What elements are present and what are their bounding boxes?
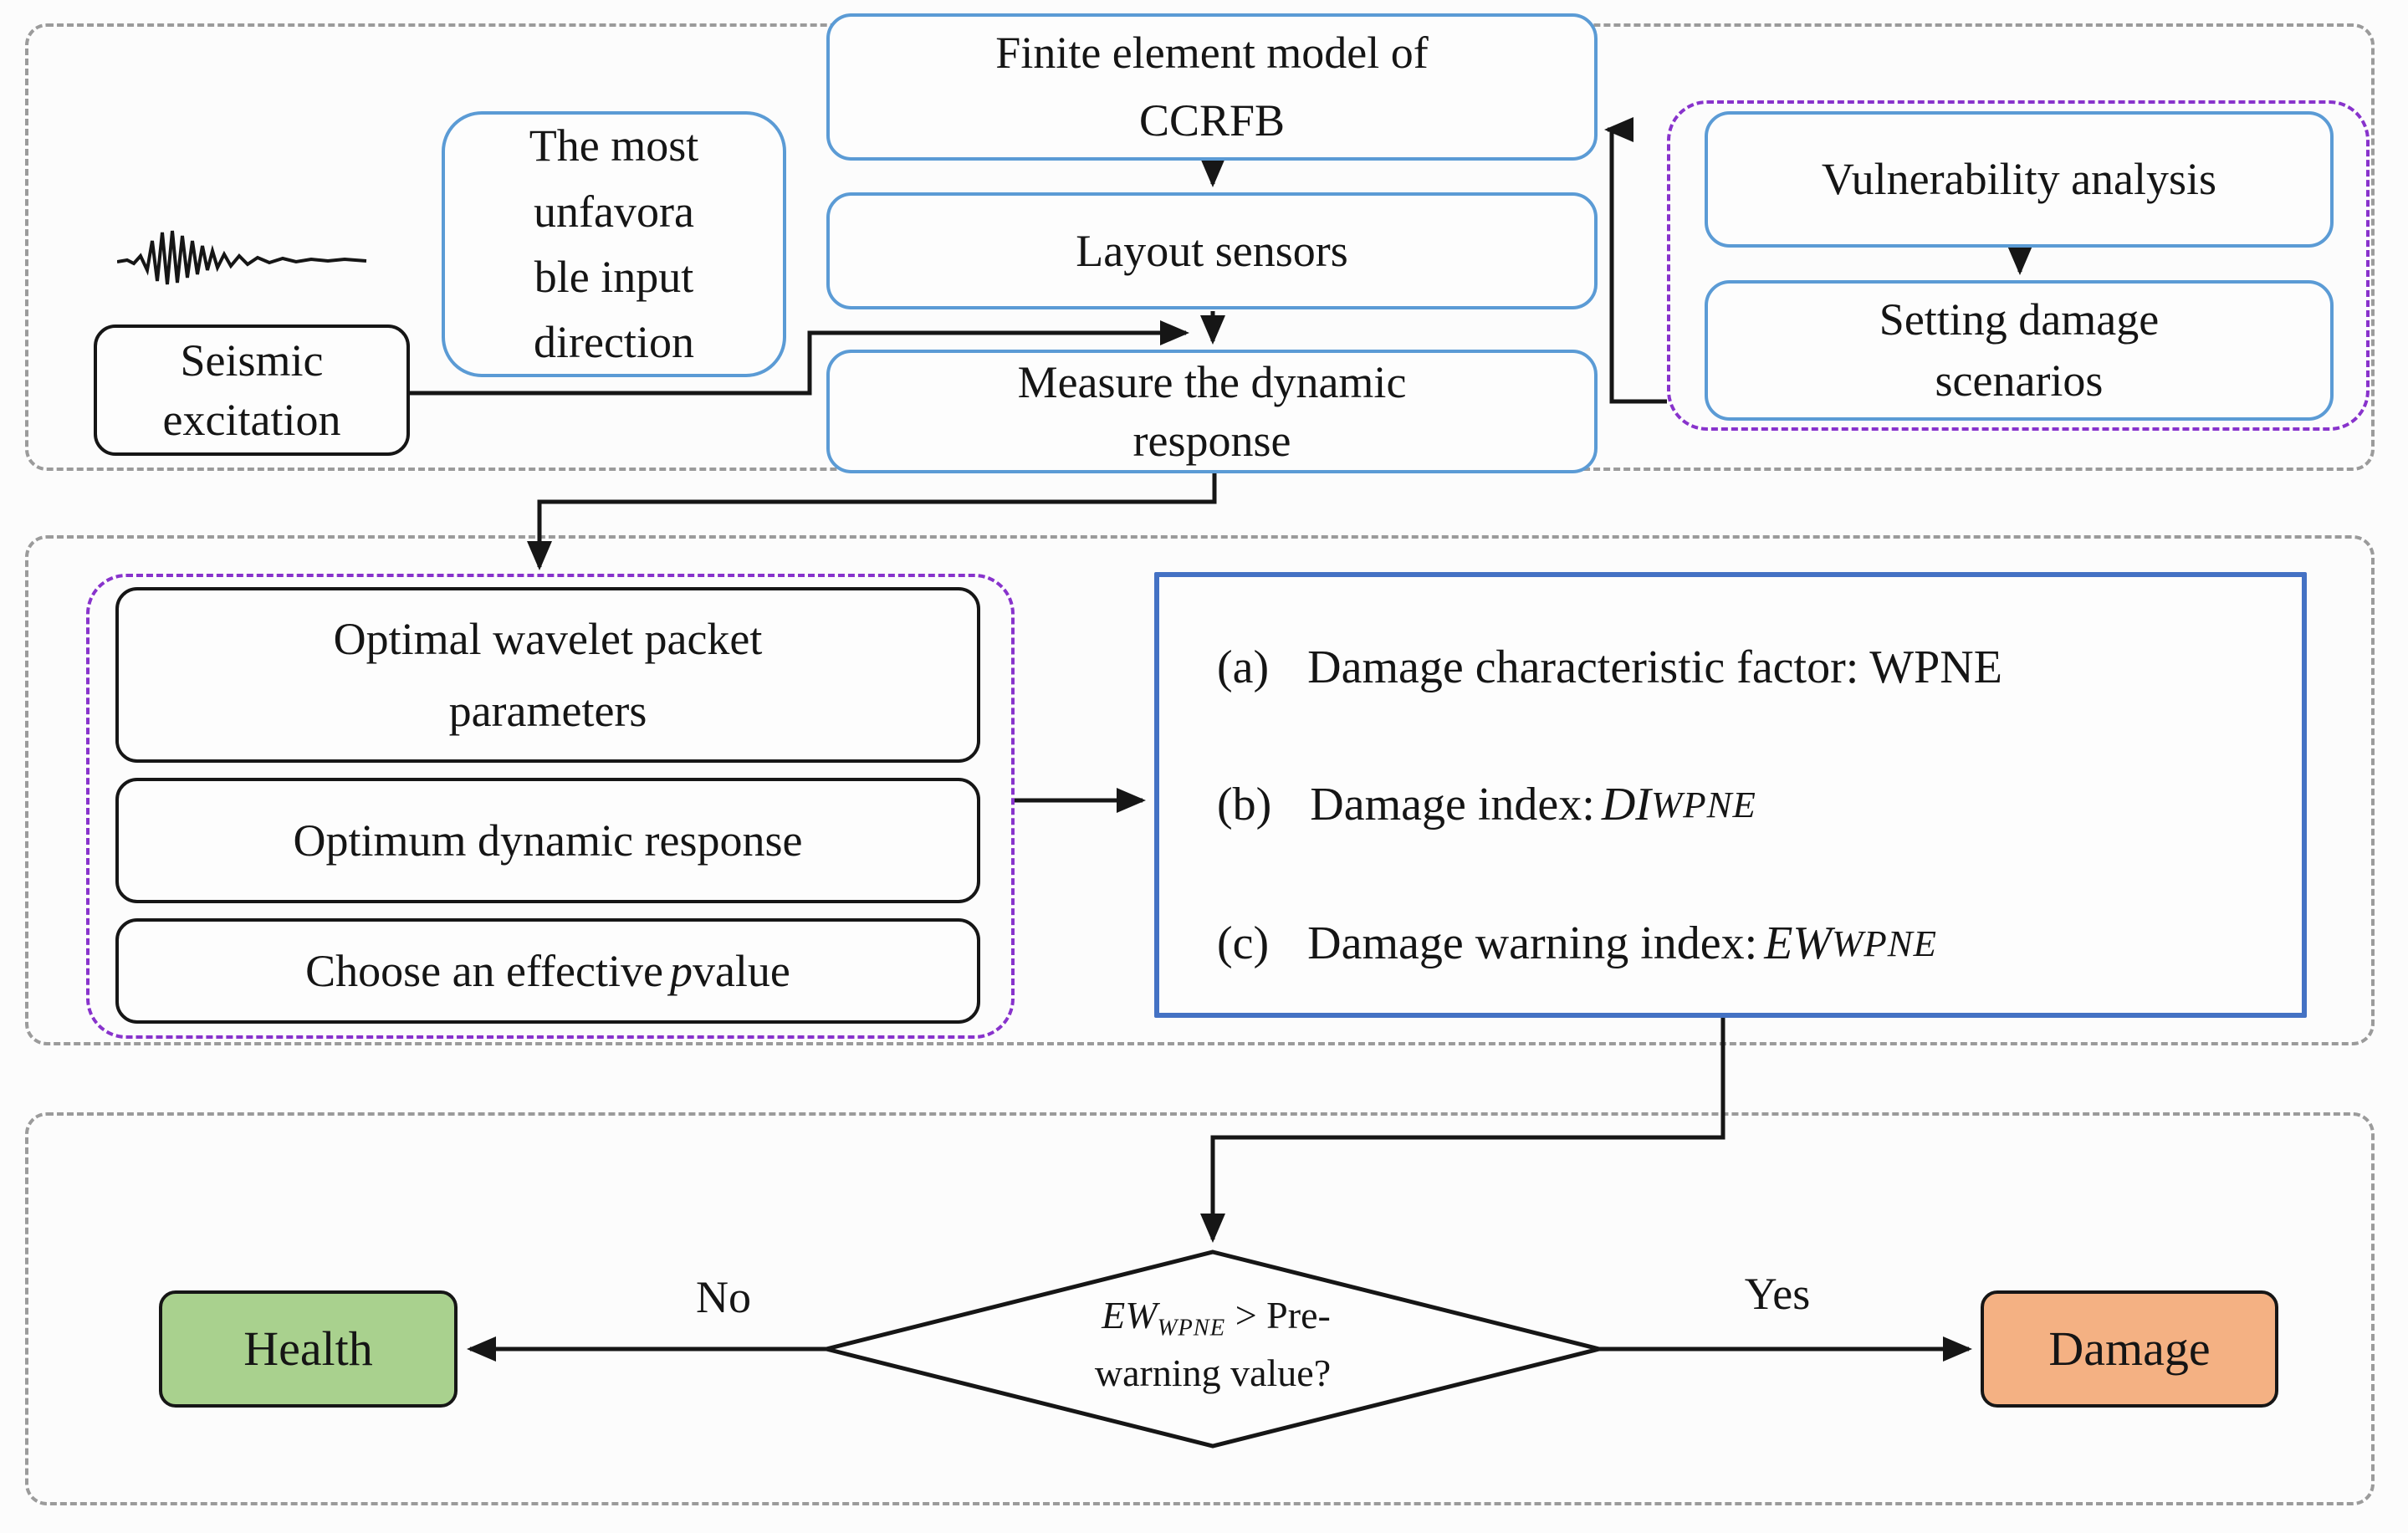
node-optimum-dynamic-response: Optimum dynamic response: [115, 778, 980, 903]
p-value-text-after: value: [692, 945, 790, 996]
group-wavelet-parameters: [86, 574, 1015, 1039]
branch-label-no: No: [696, 1272, 751, 1322]
node-setting-damage-scenarios: Setting damage scenarios: [1705, 280, 2334, 421]
damage-item-a: (a) Damage characteristic factor: WPNE: [1217, 626, 2288, 709]
item-c-tag: (c): [1217, 917, 1270, 969]
node-vulnerability-analysis: Vulnerability analysis: [1705, 111, 2334, 248]
item-c-subscript: WPNE: [1832, 922, 1937, 964]
item-a-tag: (a): [1217, 641, 1270, 693]
node-seismic-excitation: Seismic excitation: [94, 324, 410, 456]
item-b-tag: (b): [1217, 779, 1272, 830]
section-decision: [25, 1112, 2375, 1505]
panel-damage-indices: [1154, 572, 2307, 1018]
group-damage-scenarios: [1667, 100, 2370, 431]
decision-line-1: EWWPNE > Pre-: [937, 1288, 1489, 1346]
item-a-text: Damage characteristic factor: WPNE: [1307, 641, 2002, 693]
node-health: Health: [159, 1290, 458, 1408]
node-input-direction: The most unfavora ble input direction: [442, 111, 786, 377]
node-finite-element-model: Finite element model of CCRFB: [826, 13, 1598, 161]
node-measure-dynamic-response: Measure the dynamic response: [826, 350, 1598, 473]
decision-label: EWWPNE > Pre- warning value?: [937, 1288, 1489, 1402]
item-b-subscript: WPNE: [1650, 784, 1756, 825]
p-symbol: p: [669, 945, 693, 996]
decision-subscript: WPNE: [1157, 1315, 1226, 1341]
seismic-waveform-icon: [117, 230, 367, 285]
item-c-text: Damage warning index:: [1307, 917, 1758, 969]
node-layout-sensors: Layout sensors: [826, 192, 1598, 309]
node-damage: Damage: [1981, 1290, 2278, 1408]
branch-label-yes: Yes: [1744, 1269, 1811, 1319]
decision-comparison: > Pre-: [1225, 1294, 1331, 1336]
item-c-symbol: EW: [1764, 917, 1833, 969]
p-value-text: Choose an effective: [305, 945, 663, 996]
item-b-text: Damage index:: [1310, 779, 1595, 830]
node-optimal-wavelet-parameters: Optimal wavelet packet parameters: [115, 587, 980, 763]
damage-item-b: (b) Damage index: DI WPNE: [1217, 763, 2288, 846]
decision-line-2: warning value?: [1094, 1351, 1332, 1394]
decision-symbol: EW: [1102, 1294, 1158, 1336]
damage-item-c: (c) Damage warning index: EW WPNE: [1217, 902, 2288, 985]
item-b-symbol: DI: [1601, 779, 1651, 830]
